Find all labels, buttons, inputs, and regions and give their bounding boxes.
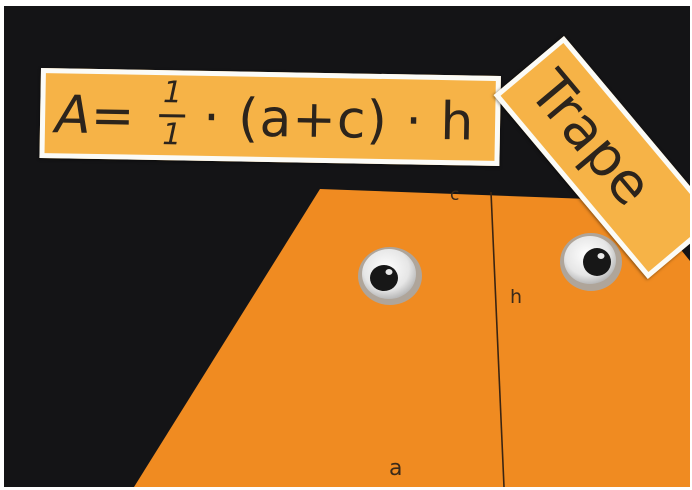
formula-rhs: · (a+c) · h bbox=[202, 87, 475, 153]
fraction-denominator: 1 bbox=[162, 117, 182, 153]
formula-card: A= 1 1 · (a+c) · h bbox=[39, 68, 501, 167]
formula-lhs: A= bbox=[54, 85, 135, 147]
scene-drawing bbox=[134, 189, 690, 487]
googly-eye-left bbox=[358, 247, 422, 305]
trapezoid-shape bbox=[134, 189, 690, 487]
formula-fraction: 1 1 bbox=[152, 75, 191, 160]
photo-scene: A= 1 1 · (a+c) · h Trape c h a bbox=[4, 6, 690, 487]
googly-eye-right bbox=[560, 233, 622, 291]
label-height: h bbox=[510, 286, 523, 308]
label-bottom-side: a bbox=[389, 456, 403, 481]
label-top-side: c bbox=[450, 185, 460, 205]
height-line bbox=[490, 191, 505, 487]
fraction-numerator: 1 bbox=[162, 75, 183, 111]
